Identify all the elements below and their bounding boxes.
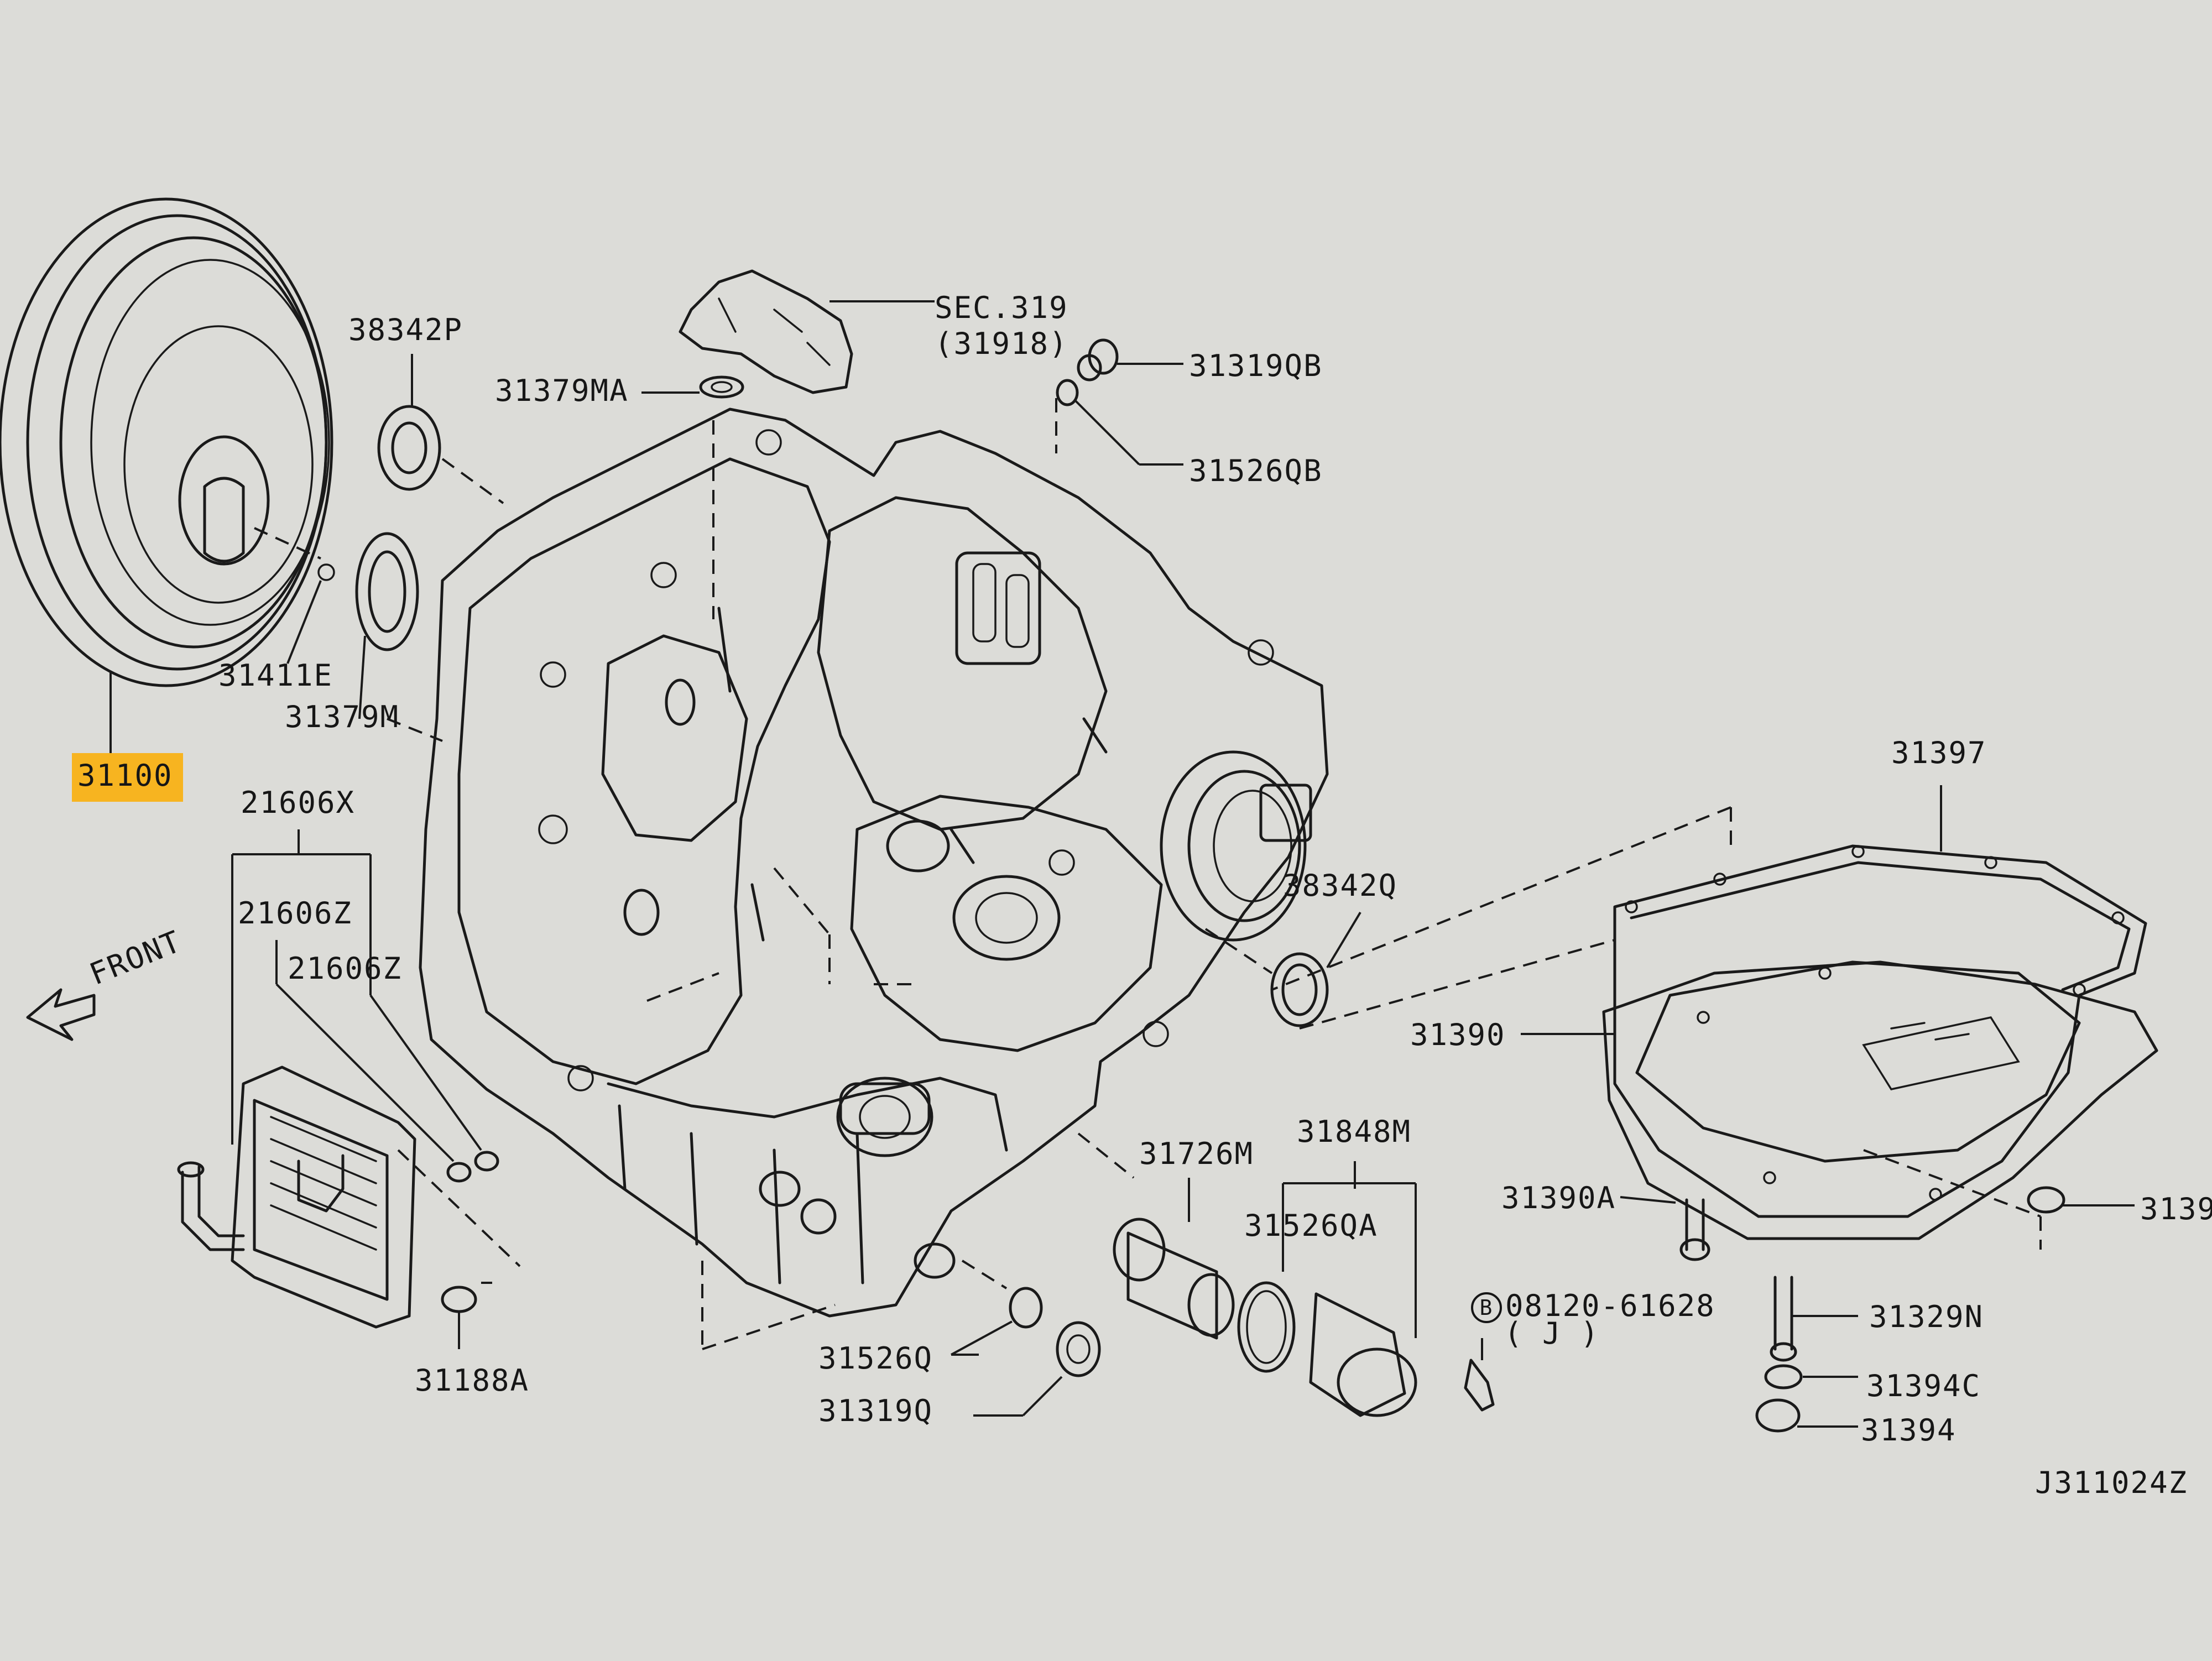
part-label-21606z-a[interactable]: 21606Z xyxy=(238,896,353,931)
part-label-sec-319[interactable]: SEC.319 xyxy=(935,290,1068,325)
lower-plugs-drawing xyxy=(951,1260,1101,1417)
part-label-31394c[interactable]: 31394C xyxy=(1866,1369,1981,1403)
part-label-38342q[interactable]: 38342Q xyxy=(1283,868,1398,903)
part-label-38342p[interactable]: 38342P xyxy=(348,312,463,347)
plug-washer-top-drawing xyxy=(1056,338,1183,466)
part-label-21606z-b[interactable]: 21606Z xyxy=(288,951,403,986)
part-label-31397[interactable]: 31397 xyxy=(1891,735,1987,770)
part-label-31526qa[interactable]: 31526QA xyxy=(1244,1208,1378,1243)
part-label-31379m[interactable]: 31379M xyxy=(285,699,400,734)
part-label-31411e[interactable]: 31411E xyxy=(218,658,333,693)
torque-converter-drawing xyxy=(0,197,333,758)
part-label-21606x[interactable]: 21606X xyxy=(241,785,356,820)
transaxle-case-drawing xyxy=(387,398,1329,1350)
part-label-31100-highlighted[interactable]: 31100 xyxy=(72,753,183,802)
part-label-31526qb[interactable]: 31526QB xyxy=(1189,453,1323,488)
part-label-31390[interactable]: 31390 xyxy=(1410,1017,1506,1052)
seal-38342q-drawing xyxy=(1204,911,1361,1027)
oil-cooler-drawing xyxy=(177,829,521,1349)
part-label-bolt-qty: ( J ) xyxy=(1504,1316,1600,1351)
part-label-31329n[interactable]: 31329N xyxy=(1869,1299,1984,1334)
part-label-31390a[interactable]: 31390A xyxy=(1501,1181,1616,1215)
oil-pan-drawing xyxy=(1271,785,2158,1250)
part-label-sec-319-ref: (31918) xyxy=(935,326,1068,361)
part-label-31319q[interactable]: 31319Q xyxy=(818,1393,933,1428)
part-label-31848m[interactable]: 31848M xyxy=(1297,1114,1412,1149)
bolt-callout-b: B xyxy=(1471,1292,1502,1324)
part-label-31379ma[interactable]: 31379MA xyxy=(495,373,629,408)
part-label-31394[interactable]: 31394 xyxy=(1861,1413,1957,1448)
sec319-valve-drawing xyxy=(641,269,935,399)
part-label-31726m[interactable]: 31726M xyxy=(1139,1136,1254,1171)
part-label-3139-partial[interactable]: 3139 xyxy=(2140,1192,2212,1226)
part-label-31526q[interactable]: 31526Q xyxy=(818,1341,933,1376)
front-arrow-drawing xyxy=(26,988,96,1041)
diagram-code: J311024Z xyxy=(2035,1465,2188,1500)
part-label-31319qb[interactable]: 31319QB xyxy=(1189,348,1323,383)
seal-drawings xyxy=(286,354,504,719)
drain-parts-drawing xyxy=(1620,1186,2135,1433)
part-label-31188a[interactable]: 31188A xyxy=(415,1363,530,1398)
oil-filter-drawing xyxy=(1077,1132,1495,1417)
